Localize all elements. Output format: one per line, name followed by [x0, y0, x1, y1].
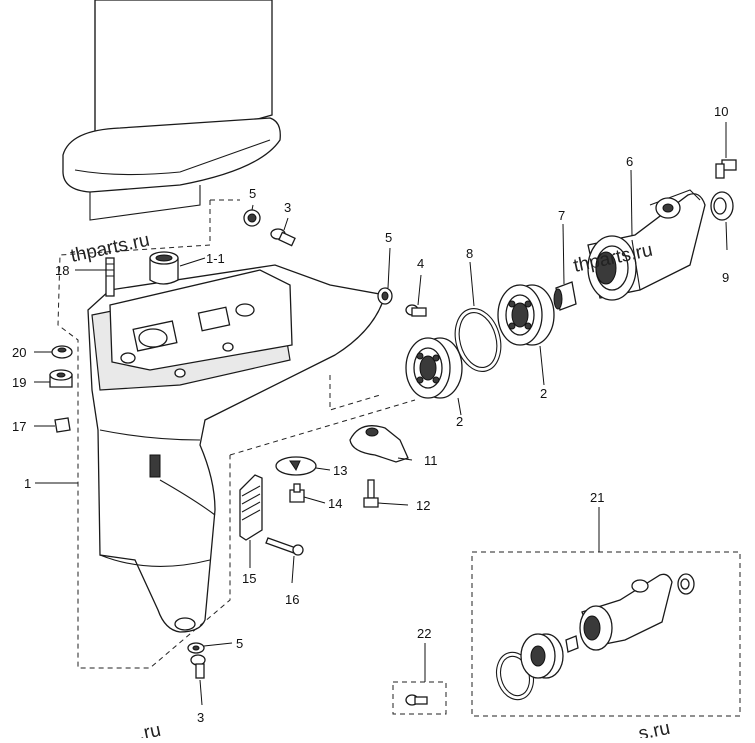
callout-22: 22 [417, 626, 431, 641]
part-14-bolt [289, 483, 305, 503]
upper-casing [62, 0, 281, 221]
part-2-bearing-right [497, 284, 555, 346]
callout-3a: 3 [284, 200, 291, 215]
part-22-kit [392, 681, 447, 715]
callout-13: 13 [333, 463, 347, 478]
part-12-bolt [363, 479, 379, 508]
part-15-strainer [239, 474, 263, 541]
part-16-screw [265, 537, 304, 556]
callout-14: 14 [328, 496, 342, 511]
part-21-kit [471, 551, 741, 717]
callout-8: 8 [466, 246, 473, 261]
callout-5b: 5 [385, 230, 392, 245]
callout-15: 15 [242, 571, 256, 586]
part-13-trim-tab [275, 456, 317, 476]
part-20-washer [51, 345, 73, 359]
part-11-anode [349, 425, 409, 463]
callout-16: 16 [285, 592, 299, 607]
lower-casing [87, 264, 386, 633]
callout-2a: 2 [456, 414, 463, 429]
part-19-nut [49, 369, 73, 388]
part-4-screw [405, 304, 427, 317]
part-1-1-sleeve [149, 251, 179, 285]
callout-20: 20 [12, 345, 26, 360]
part-10-screw [715, 159, 737, 179]
callout-3b: 3 [197, 710, 204, 725]
part-6-bearing-housing [587, 189, 706, 301]
callout-2b: 2 [540, 386, 547, 401]
callout-19: 19 [12, 375, 26, 390]
watermark-bottom-right: s.ru [637, 718, 672, 738]
callout-17: 17 [12, 419, 26, 434]
callout-labels: 1 1-1 2 2 3 3 4 5 5 5 6 7 8 9 10 11 12 1… [12, 104, 729, 725]
part-9-seal [710, 191, 734, 221]
part-18-stud [105, 257, 115, 297]
callout-12: 12 [416, 498, 430, 513]
callout-5c: 5 [236, 636, 243, 651]
watermark-bottom-mid: .ru [137, 720, 163, 738]
part-7-needle-bearing [553, 281, 577, 311]
callout-11: 11 [424, 453, 438, 468]
callout-4: 4 [417, 256, 424, 271]
callout-6: 6 [626, 154, 633, 169]
callout-5a: 5 [249, 186, 256, 201]
part-17-plug [54, 417, 71, 433]
part-2-bearing-left [405, 337, 463, 399]
callout-21: 21 [590, 490, 604, 505]
callout-1: 1 [24, 476, 31, 491]
part-5-washer-top [243, 209, 261, 227]
part-3-screw-bottom [190, 654, 206, 679]
callout-10: 10 [714, 104, 728, 119]
callout-7: 7 [558, 208, 565, 223]
part-8-o-ring [454, 308, 502, 372]
callout-1-1: 1-1 [206, 251, 225, 266]
part-5-washer-bottom [187, 642, 205, 654]
callout-9: 9 [722, 270, 729, 285]
callout-18: 18 [55, 263, 69, 278]
part-3-screw-top [270, 228, 296, 247]
leader-lines [34, 122, 728, 706]
assembly-outline [57, 199, 416, 669]
part-5-washer-right [377, 287, 393, 305]
